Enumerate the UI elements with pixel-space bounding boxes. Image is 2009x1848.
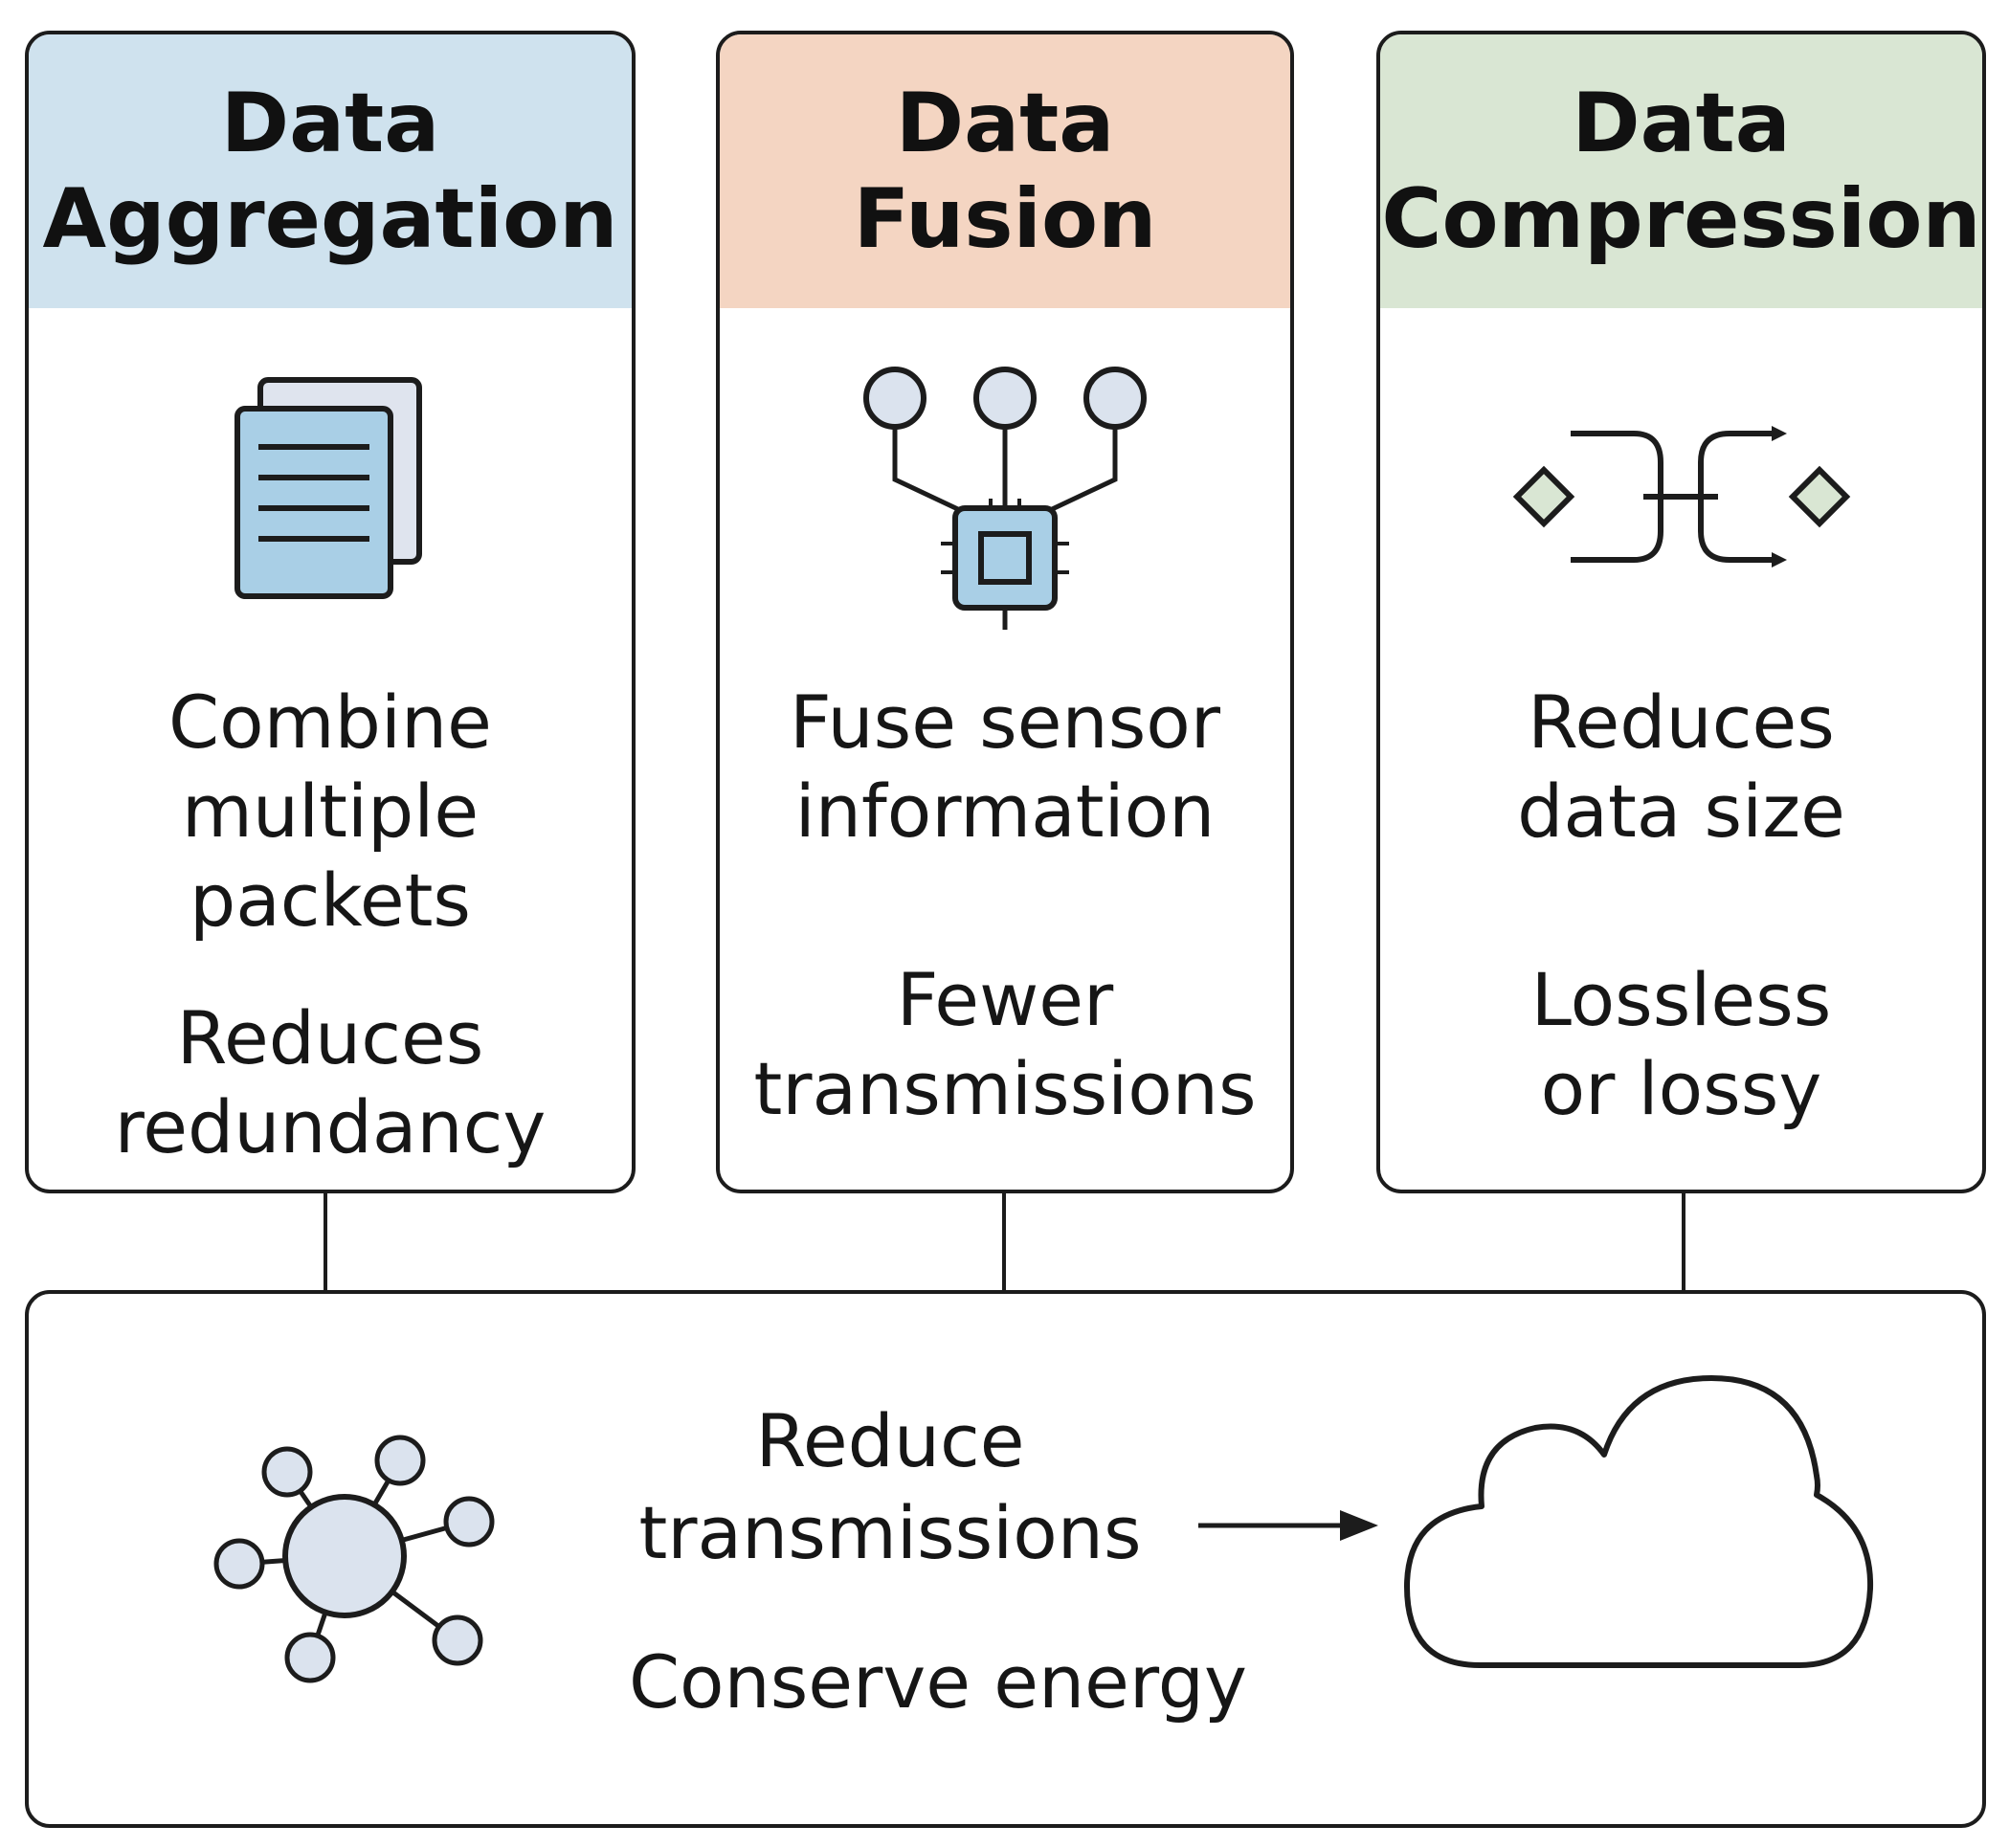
fusion-point-1-line1: Fuse sensor xyxy=(789,679,1221,765)
compression-panel: Data Compression Reduces data size Lossl… xyxy=(1376,31,1986,1193)
fusion-title-line2: Fusion xyxy=(853,171,1157,267)
compression-point-1-line2: data size xyxy=(1517,768,1845,854)
compression-point-1-line1: Reduces xyxy=(1528,679,1835,765)
summary-text-2-line1: Conserve energy xyxy=(628,1639,1248,1725)
compression-point-2-line1: Lossless xyxy=(1530,957,1832,1042)
compression-title: Data Compression xyxy=(1381,76,1980,267)
summary-text-2: Conserve energy xyxy=(565,1636,1311,1728)
summary-text-1: Reduce transmissions xyxy=(565,1395,1216,1579)
aggregation-title-line2: Aggregation xyxy=(42,171,618,267)
arrow-right-icon xyxy=(1198,1510,1378,1541)
connector-fusion xyxy=(1002,1193,1006,1292)
summary-text-1-line2: transmissions xyxy=(638,1490,1142,1575)
aggregation-point-2-line2: redundancy xyxy=(114,1084,547,1169)
aggregation-point-2-line1: Reduces xyxy=(176,995,484,1080)
compression-point-2: Lossless or lossy xyxy=(1380,955,1982,1133)
documents-stack-icon xyxy=(29,374,632,604)
summary-text-1-line1: Reduce xyxy=(755,1398,1025,1483)
fusion-title-line1: Data xyxy=(895,76,1115,171)
aggregation-header: Data Aggregation xyxy=(29,34,632,308)
fusion-point-2-line1: Fewer xyxy=(896,957,1114,1042)
compression-title-line1: Data xyxy=(1572,76,1791,171)
connector-aggregation xyxy=(324,1193,327,1292)
connector-compression xyxy=(1682,1193,1685,1292)
fusion-point-2-line2: transmissions xyxy=(753,1046,1257,1131)
aggregation-panel: Data Aggregation Combine multiple packet… xyxy=(25,31,636,1193)
fusion-point-2: Fewer transmissions xyxy=(720,955,1290,1133)
fusion-point-1-line2: information xyxy=(794,768,1216,854)
sensor-fusion-chip-icon xyxy=(720,360,1290,666)
aggregation-point-1-line1: Combine xyxy=(168,679,492,765)
compression-title-line2: Compression xyxy=(1381,171,1981,267)
compression-header: Data Compression xyxy=(1380,34,1982,308)
cloud-icon xyxy=(1404,1375,1874,1668)
compression-flow-icon xyxy=(1380,403,1982,594)
fusion-panel: Data Fusion Fuse sensor information Fewe… xyxy=(716,31,1294,1193)
fusion-header: Data Fusion xyxy=(720,34,1290,308)
compression-point-2-line2: or lossy xyxy=(1540,1046,1822,1131)
aggregation-point-1-line3: packets xyxy=(189,857,472,943)
aggregation-title-line1: Data xyxy=(220,76,440,171)
fusion-title: Data Fusion xyxy=(854,76,1157,267)
fusion-point-1: Fuse sensor information xyxy=(720,678,1290,856)
sensor-network-icon xyxy=(213,1435,495,1683)
summary-box: Reduce transmissions Conserve energy xyxy=(25,1290,1986,1828)
aggregation-point-2: Reduces redundancy xyxy=(29,993,632,1171)
aggregation-point-1-line2: multiple xyxy=(181,768,480,854)
aggregation-point-1: Combine multiple packets xyxy=(29,678,632,945)
compression-point-1: Reduces data size xyxy=(1380,678,1982,856)
aggregation-title: Data Aggregation xyxy=(43,76,618,267)
